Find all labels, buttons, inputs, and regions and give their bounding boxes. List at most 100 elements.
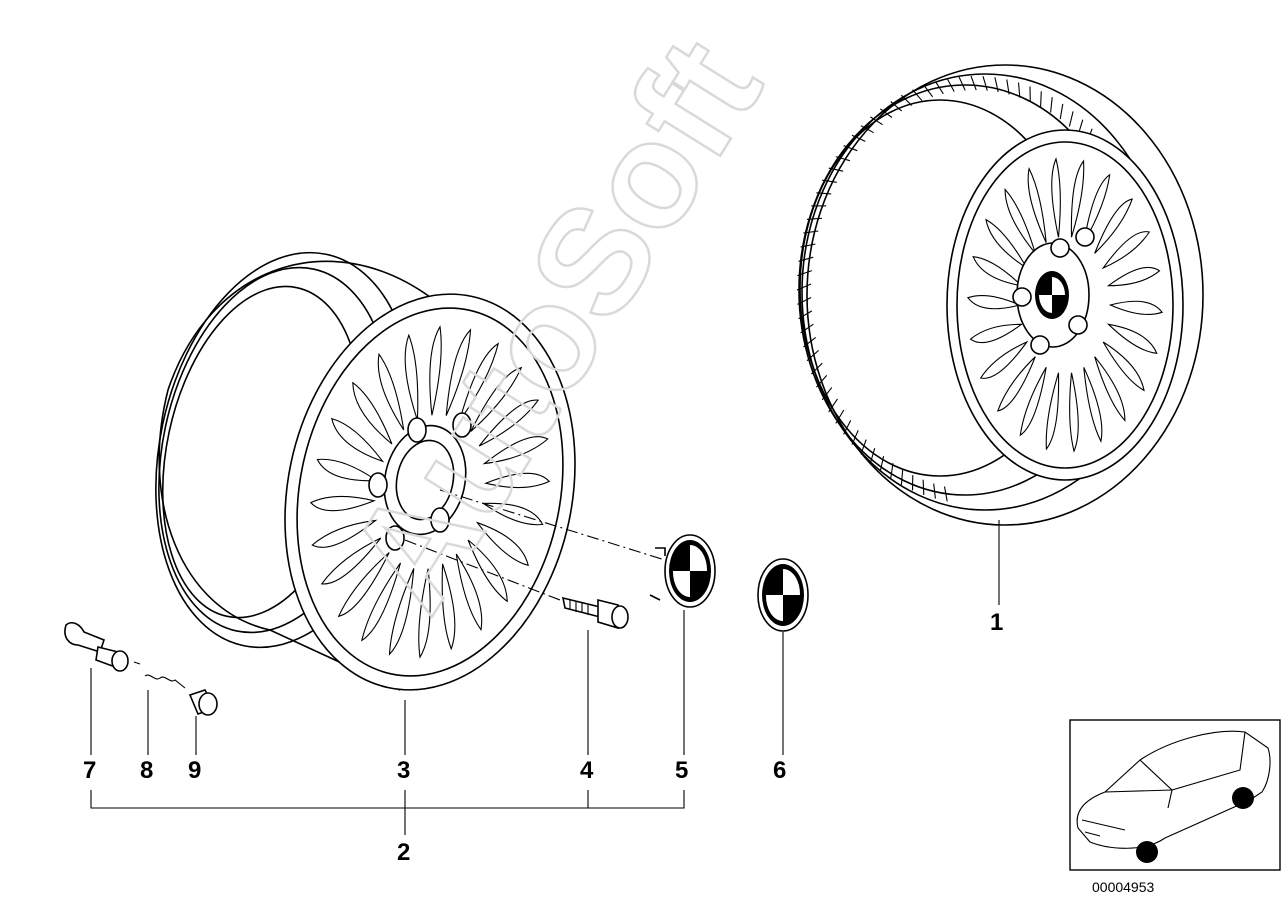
spoke-petal — [475, 521, 529, 567]
spoke-petal — [316, 458, 379, 482]
spoke-petal — [388, 568, 415, 656]
spoke-petal — [360, 562, 402, 642]
tread-mark — [869, 448, 876, 464]
tread-mark — [797, 270, 812, 277]
callout-9: 9 — [188, 757, 201, 784]
callout-8: 8 — [140, 757, 153, 784]
spoke-petal — [455, 553, 483, 632]
spoke-petal — [331, 417, 385, 463]
tread-mark — [803, 230, 819, 234]
tread-mark — [901, 94, 913, 106]
spoke-petal — [972, 256, 1024, 287]
spoke-petal — [969, 323, 1024, 344]
spoke-petal — [337, 552, 390, 618]
spoke-petal — [1101, 231, 1151, 270]
tread-mark — [835, 409, 845, 424]
wheel-bolt — [561, 596, 629, 630]
spoke-petal — [482, 436, 549, 465]
spoke-petal — [1094, 198, 1134, 254]
spoke-petal — [1069, 372, 1079, 453]
callout-7: 7 — [83, 757, 96, 784]
spoke-petal — [1019, 367, 1047, 437]
spoke-petal — [1106, 266, 1161, 287]
spoke-petal — [309, 495, 377, 512]
spoke-petal — [1070, 159, 1085, 238]
tread-mark — [922, 479, 925, 496]
spoke-petal — [967, 295, 1022, 310]
tread-mark — [982, 76, 988, 91]
spoke-petal — [311, 519, 378, 548]
tread-mark — [900, 469, 904, 485]
car-locator-inset — [1069, 719, 1281, 871]
tread-mark — [946, 78, 955, 92]
spoke-petal — [1004, 188, 1036, 254]
tread-mark — [806, 217, 822, 220]
spoke-petal — [483, 472, 551, 489]
callout-6: 6 — [773, 757, 786, 784]
tread-mark — [860, 125, 874, 134]
tread-mark — [870, 116, 883, 126]
callout-4: 4 — [580, 757, 594, 784]
tread-mark — [806, 349, 819, 362]
spoke-petal — [429, 325, 442, 416]
tread-mark — [803, 336, 817, 348]
spoke-petal — [478, 399, 540, 447]
tread-mark — [879, 455, 885, 472]
wheel-location-rear — [1232, 787, 1254, 809]
spoke-petal — [441, 563, 456, 651]
tread-mark — [851, 430, 859, 445]
alloy-rim — [155, 251, 576, 691]
tread-mark — [828, 167, 844, 172]
tread-mark — [798, 310, 813, 320]
tire-valve — [64, 622, 129, 672]
tread-mark — [835, 156, 851, 162]
tread-mark — [890, 463, 894, 479]
tread-mark — [1040, 91, 1042, 107]
tread-mark — [843, 145, 858, 152]
spoke-petal — [404, 333, 419, 421]
tread-mark — [943, 486, 948, 502]
spoke-petal — [1045, 372, 1060, 451]
spoke-petal — [1083, 173, 1111, 243]
hub-cap — [649, 534, 716, 608]
spoke-petal — [352, 381, 393, 445]
callout-1: 1 — [990, 609, 1003, 636]
tread-mark — [822, 179, 837, 183]
wheel-location-front — [1136, 841, 1158, 863]
reference-code: 00004953 — [1092, 879, 1155, 895]
tread-mark — [934, 81, 944, 95]
tread-mark — [796, 283, 812, 291]
tread-mark — [843, 420, 852, 435]
tread-mark — [810, 362, 823, 375]
tread-mark — [970, 75, 977, 91]
spoke-petal — [1051, 157, 1061, 238]
tread-mark — [800, 323, 814, 334]
tread-mark — [797, 297, 812, 305]
spoke-petal — [467, 539, 508, 603]
spoke-petal — [985, 218, 1028, 269]
spoke-petal — [996, 356, 1036, 412]
spoke-petal — [470, 366, 523, 432]
spoke-petal — [418, 568, 431, 659]
emblem-roundel — [757, 558, 809, 632]
tread-mark — [815, 375, 828, 388]
spoke-petal — [1027, 167, 1047, 243]
tread-mark — [851, 134, 866, 142]
spoke-petal — [1083, 367, 1103, 443]
tread-mark — [800, 243, 816, 248]
roundel-icon — [1035, 271, 1069, 319]
callout-2: 2 — [397, 839, 410, 866]
tread-mark — [798, 256, 814, 262]
tread-mark — [816, 192, 832, 195]
tread-mark — [912, 89, 923, 102]
spoke-petal — [445, 328, 472, 416]
tread-mark — [958, 76, 966, 91]
tread-mark — [1006, 79, 1010, 95]
tread-mark — [1050, 97, 1053, 113]
spoke-petal — [1106, 323, 1158, 354]
spoke-petal — [1094, 356, 1126, 422]
callout-5: 5 — [675, 757, 688, 784]
tread-mark — [860, 439, 867, 455]
spoke-petal — [458, 342, 500, 422]
